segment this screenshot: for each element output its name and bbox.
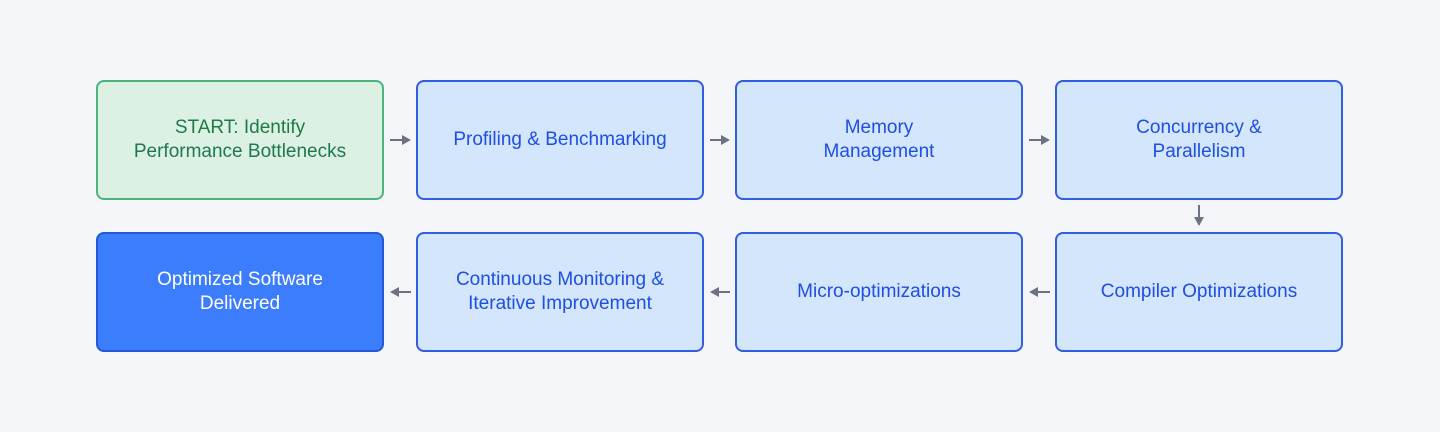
node-continuous-monitoring: Continuous Monitoring & Iterative Improv… (416, 232, 704, 352)
node-compiler-optimizations: Compiler Optimizations (1055, 232, 1343, 352)
arrow-right-icon (390, 135, 411, 145)
arrow-left-icon (1029, 287, 1050, 297)
node-profiling-benchmarking: Profiling & Benchmarking (416, 80, 704, 200)
arrow-left-icon (710, 287, 730, 297)
node-label: Compiler Optimizations (1100, 281, 1298, 302)
arrow-left-icon (390, 287, 411, 297)
node-memory-management: Memory Management (735, 80, 1023, 200)
node-label: Profiling & Benchmarking (453, 129, 667, 150)
node-end-optimized-software: Optimized Software Delivered (96, 232, 384, 352)
node-label: Continuous Monitoring & Iterative Improv… (455, 269, 665, 314)
node-label: START: Identify Performance Bottlenecks (133, 117, 347, 162)
node-start-identify-bottlenecks: START: Identify Performance Bottlenecks (96, 80, 384, 200)
node-concurrency-parallelism: Concurrency & Parallelism (1055, 80, 1343, 200)
node-label: Memory Management (823, 117, 935, 162)
node-micro-optimizations: Micro-optimizations (735, 232, 1023, 352)
node-label: Micro-optimizations (797, 281, 961, 302)
arrow-down-icon (1194, 205, 1204, 226)
arrow-right-icon (1029, 135, 1050, 145)
node-label: Optimized Software Delivered (157, 269, 323, 314)
arrow-right-icon (710, 135, 730, 145)
node-label: Concurrency & Parallelism (1136, 117, 1262, 162)
